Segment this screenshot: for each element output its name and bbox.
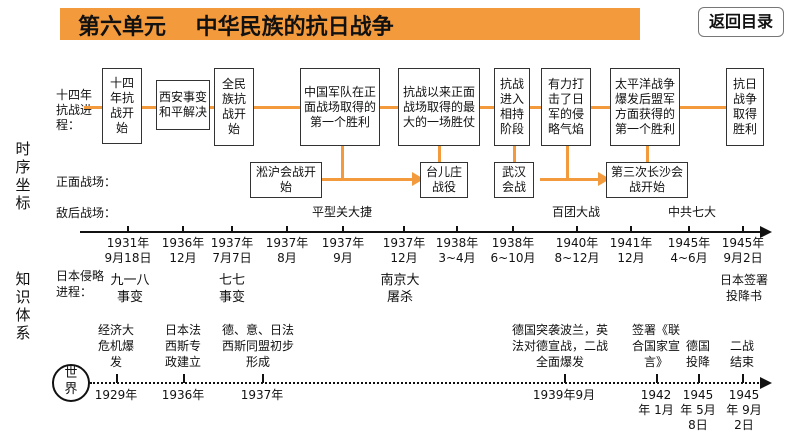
process-box-3: 全民族抗战开始 [214, 68, 254, 146]
process-box-2: 西安事变和平解决 [156, 80, 210, 130]
china-date-1: 1931年 9月18日 [104, 236, 152, 265]
china-tick [742, 226, 744, 233]
side-label-knowledge: 知识体系 [15, 270, 31, 342]
jp-event-4: 日本签署投降书 [719, 273, 768, 303]
process-box-7: 有力打击了日军的侵略气焰 [541, 68, 591, 146]
world-event-3: 德、意、日法西斯同盟初步形成 [222, 323, 295, 369]
china-date-12: 1945年 9月2日 [721, 236, 765, 265]
process-box-8: 太平洋战争爆发后盟军方面获得的第一个胜利 [610, 68, 680, 146]
china-date-8: 1938年 6~10月 [490, 236, 536, 265]
world-tick [262, 374, 264, 383]
world-date-6: 1945年 5月8日 [680, 388, 716, 432]
connector-v-4 [566, 146, 569, 178]
process-box-4: 中国军队在正面战场取得的第一个胜利 [300, 68, 380, 146]
row-label-rear: 敌后战场： [56, 206, 117, 220]
china-date-3: 1937年 7月7日 [210, 236, 254, 265]
arrowhead-2 [598, 172, 610, 186]
connector-v-2 [438, 146, 441, 162]
world-event-2: 日本法西斯专政建立 [164, 323, 201, 369]
china-date-10: 1941年 12月 [609, 236, 653, 265]
world-event-7: 二战结束 [729, 339, 754, 369]
front-box-2: 台儿庄战役 [420, 162, 468, 198]
rear-event-3: 中共七大 [667, 205, 717, 219]
china-timeline-axis [80, 231, 762, 233]
china-date-5: 1937年 9月 [321, 236, 365, 265]
page-title: 第六单元 中华民族的抗日战争 [78, 15, 394, 40]
world-date-3: 1937年 [240, 388, 284, 402]
rear-event-2: 百团大战 [551, 205, 601, 219]
jp-event-1: 九一八事变 [110, 273, 150, 305]
world-axis-arrow [760, 377, 772, 389]
jp-event-3: 南京大屠杀 [380, 273, 420, 305]
front-box-4: 第三次长沙会战开始 [606, 162, 688, 198]
china-date-2: 1936年 12月 [161, 236, 205, 265]
china-tick [127, 226, 129, 233]
world-date-2: 1936年 [161, 388, 205, 402]
back-to-contents-button[interactable]: 返回目录 [698, 7, 784, 37]
row-label-process: 十四年抗战进程： [56, 88, 93, 132]
process-box-5: 抗战以来正面战场取得的最大的一场胜仗 [398, 68, 480, 146]
china-tick [512, 226, 514, 233]
connector-v-1 [341, 146, 344, 178]
china-tick [286, 226, 288, 233]
world-tick [698, 374, 700, 383]
world-timeline-axis [90, 382, 762, 384]
china-tick [182, 226, 184, 233]
china-tick [688, 226, 690, 233]
world-event-4: 德国突袭波兰，英法对德宣战，二战全面爆发 [511, 323, 608, 369]
front-box-3: 武汉会战 [494, 162, 534, 198]
china-date-7: 1938年 3~4月 [435, 236, 479, 265]
world-label: 世界 [64, 366, 78, 397]
jp-event-2: 七七事变 [218, 273, 245, 305]
world-date-5: 1942年 1月 [638, 388, 674, 417]
front-box-1: 淞沪会战开始 [250, 162, 322, 198]
world-tick [742, 374, 744, 383]
process-box-9: 抗日战争取得胜利 [726, 68, 764, 146]
connector-v-3 [513, 146, 516, 162]
connector-h-2 [540, 178, 606, 181]
process-box-6: 抗战进入相持阶段 [494, 68, 530, 146]
china-tick [456, 226, 458, 233]
china-axis-arrow [760, 226, 772, 238]
world-event-5: 签署《联合国家宣言》 [631, 323, 680, 369]
china-tick [231, 226, 233, 233]
china-tick [630, 226, 632, 233]
process-box-1: 十四年抗战开始 [102, 68, 142, 144]
china-tick [342, 226, 344, 233]
row-label-front: 正面战场： [56, 175, 117, 189]
world-tick [656, 374, 658, 383]
title-bar [60, 8, 640, 40]
china-tick [403, 226, 405, 233]
world-date-1: 1929年 [94, 388, 138, 402]
side-label-timeline: 时序坐标 [15, 140, 31, 212]
world-date-4: 1939年9月 [532, 388, 596, 402]
rear-event-1: 平型关大捷 [311, 205, 373, 219]
china-date-4: 1937年 8月 [265, 236, 309, 265]
china-tick [576, 226, 578, 233]
world-event-1: 经济大危机爆发 [97, 323, 134, 369]
world-tick [183, 374, 185, 383]
china-date-9: 1940年 8~12月 [554, 236, 600, 265]
world-date-7: 1945年 9月2日 [726, 388, 762, 432]
arrowhead-1 [412, 172, 424, 186]
world-circle [52, 364, 90, 402]
connector-h-1 [322, 178, 420, 181]
row-label-jp-aggression: 日本侵略进程： [56, 269, 105, 299]
china-date-11: 1945年 4~6月 [667, 236, 711, 265]
connector-v-5 [646, 146, 649, 162]
world-tick [564, 374, 566, 383]
world-tick [116, 374, 118, 383]
china-date-6: 1937年 12月 [382, 236, 426, 265]
world-event-6: 德国投降 [685, 339, 710, 369]
